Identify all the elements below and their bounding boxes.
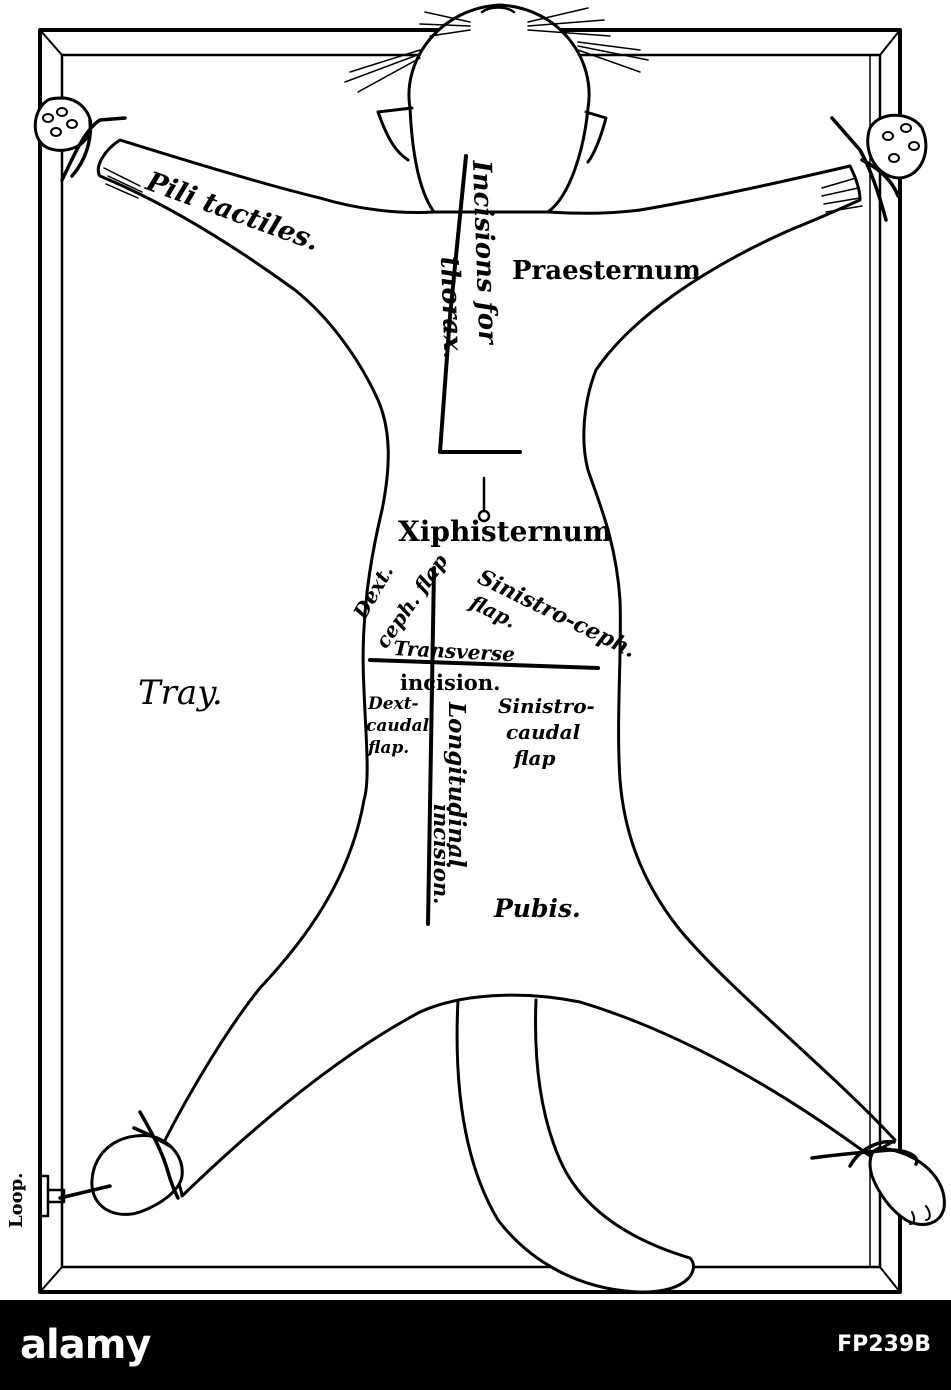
dissection-figure: Pili tactiles. Incisions for thorax. Pra… xyxy=(6,3,946,1294)
label-transverse: Transverse xyxy=(392,636,516,667)
label-sinistro-caudal-3: flap xyxy=(514,746,556,770)
label-dext-caudal-1: Dext- xyxy=(368,694,419,714)
left-ear xyxy=(376,106,414,162)
label-loop: Loop. xyxy=(6,1172,27,1228)
label-sinistro-caudal-1: Sinistro- xyxy=(498,694,595,718)
incision-lines xyxy=(368,154,600,926)
loop-peg xyxy=(38,1174,66,1218)
label-xiphisternum: Xiphisternum xyxy=(398,515,613,548)
body-outline xyxy=(96,138,897,1198)
label-incision-transverse: incision. xyxy=(400,670,501,695)
label-thorax: thorax. xyxy=(434,255,468,361)
right-hindpaw-toes xyxy=(909,1205,931,1225)
paw-cords xyxy=(58,116,919,1200)
label-sinistro-caudal-2: caudal xyxy=(506,720,581,744)
label-praesternum: Praesternum xyxy=(512,256,701,286)
left-forepaw-pads xyxy=(42,107,78,137)
right-forepaw xyxy=(866,113,928,180)
label-tray: Tray. xyxy=(138,673,223,713)
whiskers xyxy=(344,6,649,93)
right-ear xyxy=(584,110,608,164)
label-dext-caudal-2: caudal xyxy=(366,716,430,736)
hair-tufts xyxy=(103,167,863,213)
alamy-logo: alamy xyxy=(20,1322,151,1368)
tail-outline xyxy=(455,998,695,1294)
stock-image-id: FP239B xyxy=(837,1332,931,1357)
dissection-drawing xyxy=(33,3,946,1294)
label-incision-longitudinal: incision. xyxy=(429,804,454,905)
label-dext-caudal-3: flap. xyxy=(368,738,410,758)
left-hindpaw xyxy=(90,1133,184,1216)
head-outline xyxy=(407,3,591,214)
right-forepaw-pads xyxy=(882,123,920,163)
xiphoid-marker xyxy=(477,476,491,523)
label-pubis: Pubis. xyxy=(494,894,581,923)
stock-footer-bar: alamy FP239B xyxy=(0,1300,951,1390)
label-incisions-for: Incisions for xyxy=(466,159,503,345)
